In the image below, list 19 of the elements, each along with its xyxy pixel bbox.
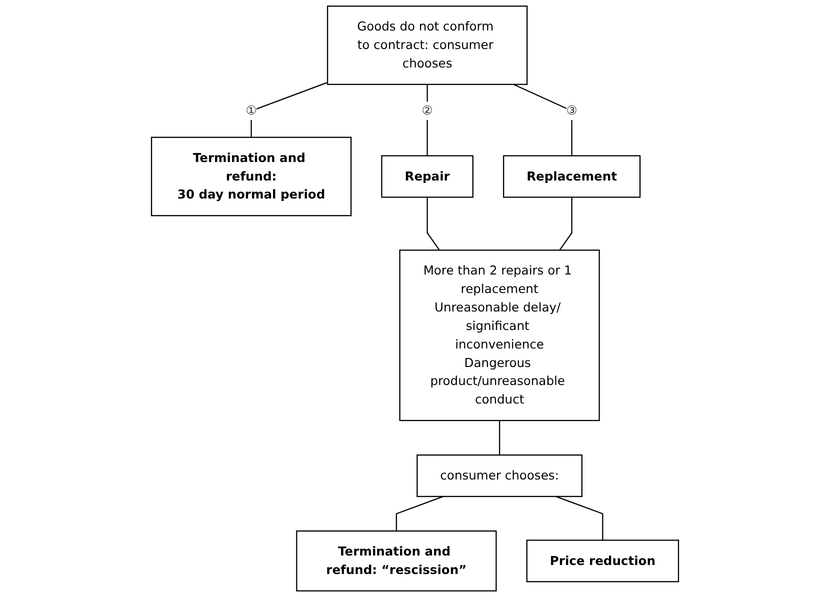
node-box: Replacement xyxy=(503,155,641,198)
connector xyxy=(250,82,328,138)
edge-label: ① xyxy=(246,103,257,118)
connector xyxy=(513,84,572,156)
node-box: Repair xyxy=(381,155,474,198)
connector xyxy=(556,496,604,540)
edge-label: ② xyxy=(422,103,433,118)
connector xyxy=(426,84,428,156)
node-box: Termination and refund: “rescission” xyxy=(296,530,497,592)
connector xyxy=(498,420,500,456)
edge-label: ③ xyxy=(566,103,578,118)
node-box: Price reduction xyxy=(526,540,680,582)
node-box: More than 2 repairs or 1 replacement Unreasonable delay/ significant inconvenience Dangerous product/unreasonable conduct xyxy=(399,250,600,422)
node-box: Goods do not conform to contract: consumer chooses xyxy=(326,6,528,85)
connector xyxy=(559,197,572,250)
connector xyxy=(426,197,440,250)
node-box: consumer chooses: xyxy=(416,454,582,498)
connector xyxy=(396,496,444,531)
node-box: Termination and refund: 30 day normal period xyxy=(150,136,352,216)
